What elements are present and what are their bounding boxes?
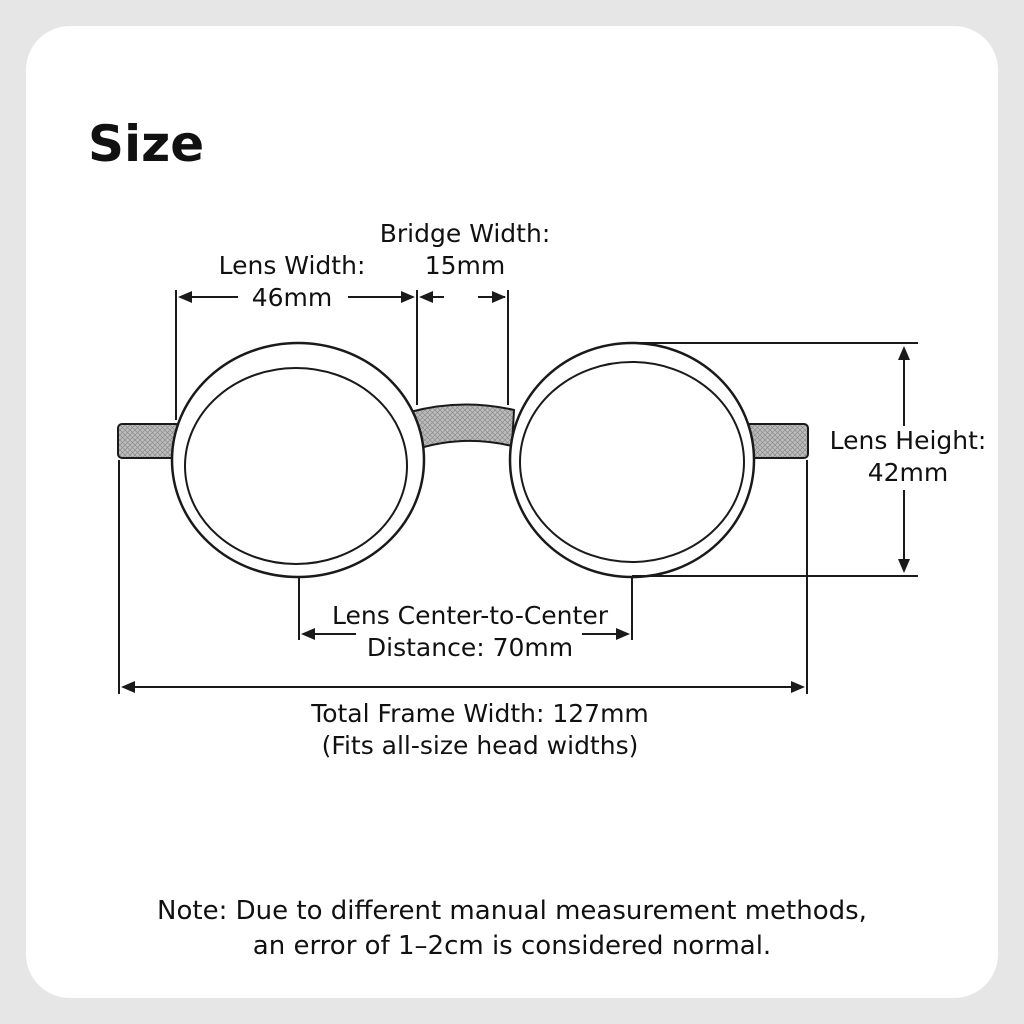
center-distance-label: Lens Center-to-Center Distance: 70mm — [300, 600, 640, 664]
total-width-dimension — [118, 460, 808, 694]
total-width-line1: Total Frame Width: 127mm — [311, 699, 649, 728]
measurement-note: Note: Due to different manual measuremen… — [62, 894, 962, 964]
center-distance-line1: Lens Center-to-Center — [332, 601, 608, 630]
left-lens — [170, 341, 426, 579]
lens-height-dimension — [632, 342, 918, 577]
left-temple-stub — [117, 423, 181, 459]
bridge-width-dimension — [419, 290, 509, 405]
bridge-width-label-text: Bridge Width: — [379, 219, 551, 248]
lens-width-dimension — [175, 290, 418, 420]
total-width-label: Total Frame Width: 127mm (Fits all-size … — [270, 698, 690, 762]
total-width-line2: (Fits all-size head widths) — [321, 731, 639, 760]
center-distance-line2: Distance: 70mm — [366, 633, 574, 662]
bridge — [408, 403, 516, 452]
page-title: Size — [88, 115, 205, 173]
lens-height-label: Lens Height: 42mm — [818, 425, 998, 489]
lens-width-value: 46mm — [251, 283, 333, 312]
center-distance-dimension — [298, 576, 633, 640]
lens-height-label-text: Lens Height: — [829, 426, 987, 455]
right-lens — [508, 341, 756, 579]
note-line2: an error of 1–2cm is considered normal. — [252, 931, 772, 961]
lens-height-value: 42mm — [867, 458, 949, 487]
bridge-width-label: Bridge Width: 15mm — [355, 218, 575, 282]
note-line1: Note: Due to different manual measuremen… — [157, 896, 867, 926]
lens-width-label: Lens Width: 46mm — [182, 250, 402, 314]
bridge-width-value: 15mm — [424, 251, 506, 280]
lens-width-label-text: Lens Width: — [218, 251, 366, 280]
